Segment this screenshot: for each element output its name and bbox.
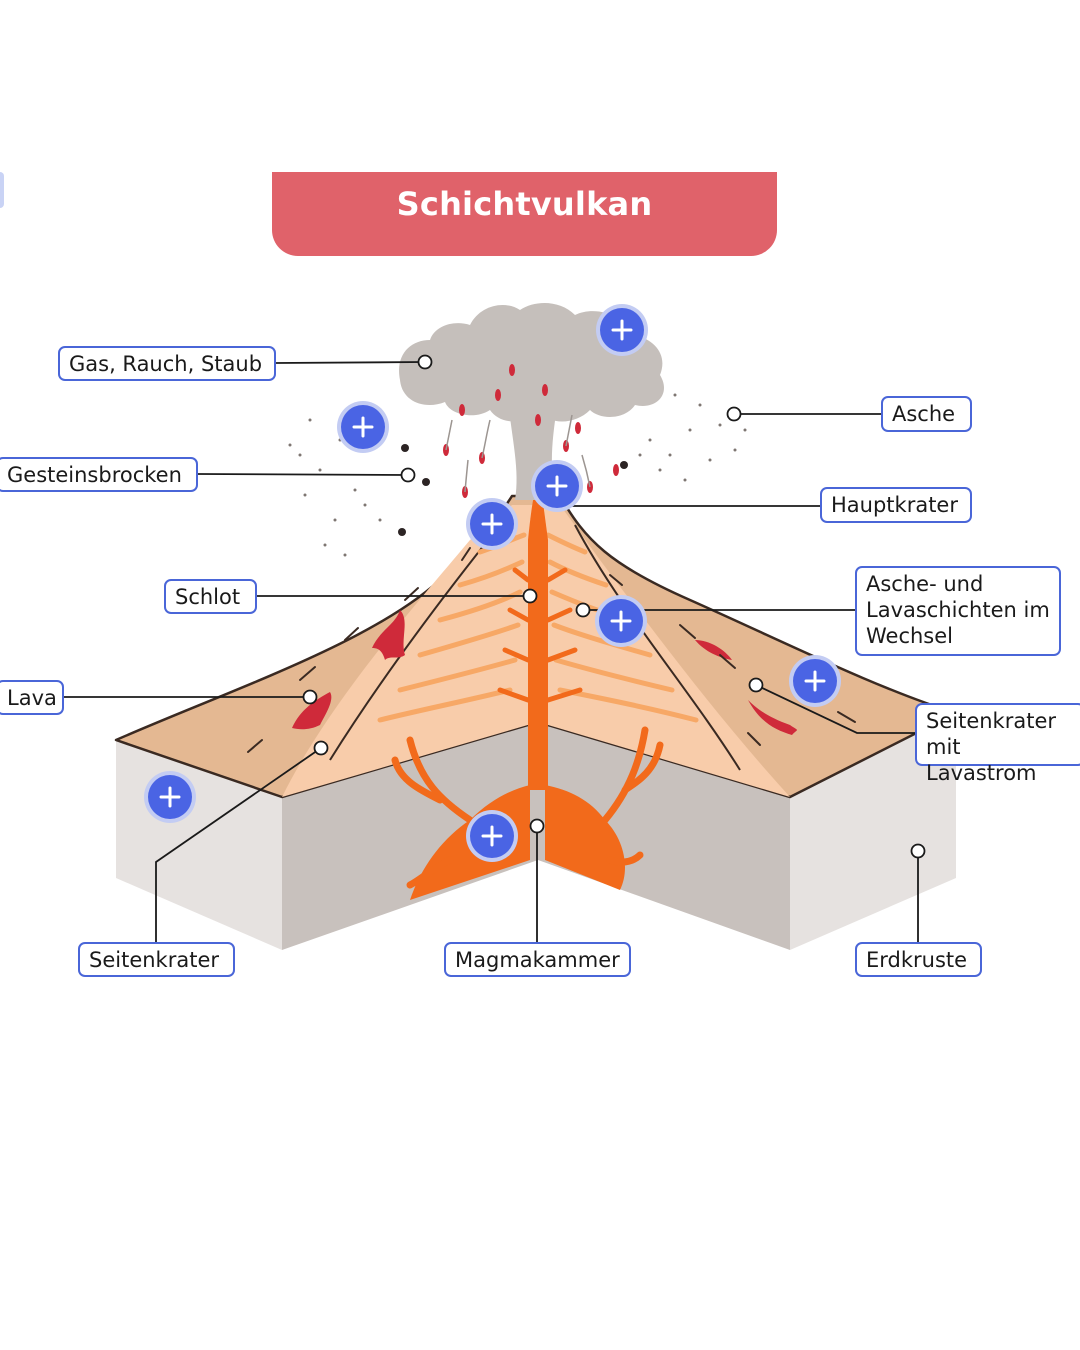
cone-layer-line-left: [329, 524, 501, 761]
crust-right-side: [790, 713, 956, 950]
plus-icon: [481, 513, 503, 535]
plus-icon: [804, 670, 826, 692]
lava-bombs: [443, 364, 619, 498]
plus-icon: [481, 825, 503, 847]
label-magmakammer: Magmakammer: [444, 942, 631, 977]
magma-chamber: [410, 785, 625, 900]
plus-icon: [159, 786, 181, 808]
hotspot-button-schichten[interactable]: [599, 599, 643, 643]
title-banner: Schichtvulkan: [272, 172, 777, 256]
dike-pairs: [497, 567, 583, 703]
slope-marks: [247, 547, 856, 753]
hotspot-button-erdkruste[interactable]: [148, 775, 192, 819]
surface-lava-flow-mid: [292, 692, 332, 730]
bomb-trails: [445, 414, 591, 493]
hotspot-button-cloud[interactable]: [600, 308, 644, 352]
surface-lava-flow-seitenkrater: [748, 700, 797, 735]
label-gesteinsbrocken: Gesteinsbrocken: [0, 457, 198, 492]
hotspot-button-hauptkrater[interactable]: [535, 464, 579, 508]
hotspot-button-seitenkrater-lavastrom[interactable]: [793, 659, 837, 703]
plus-icon: [546, 475, 568, 497]
plus-icon: [611, 319, 633, 341]
rock-fragments: [398, 444, 628, 536]
surface-lava-flow-right: [695, 640, 732, 660]
leader-anchors: [302, 354, 926, 859]
page-title: Schichtvulkan: [396, 185, 653, 223]
cone-layer-line-right: [574, 524, 741, 771]
plus-icon: [610, 610, 632, 632]
label-erdkruste: Erdkruste: [855, 942, 982, 977]
label-hauptkrater: Hauptkrater: [820, 487, 972, 523]
hotspot-button-schlot[interactable]: [470, 502, 514, 546]
surface-lava-flow-left: [372, 610, 405, 660]
label-seitenkrater: Seitenkrater: [78, 942, 235, 977]
ash-cloud: [399, 303, 664, 422]
label-asche-lavaschichten: Asche- und Lavaschichten im Wechsel: [855, 566, 1061, 656]
label-schlot: Schlot: [164, 579, 257, 614]
label-asche: Asche: [881, 396, 972, 432]
ash-particles: [288, 393, 747, 557]
label-lava: Lava: [0, 680, 64, 715]
magma-main-conduit: [528, 495, 548, 790]
edge-marker: [0, 172, 4, 208]
magma-branches: [391, 726, 664, 889]
label-seitenkrater-mit-lavastrom: Seitenkrater mit Lavastrom: [915, 703, 1080, 785]
hotspot-button-gesteinsbrocken[interactable]: [341, 405, 385, 449]
plus-icon: [352, 416, 374, 438]
label-gas-rauch-staub: Gas, Rauch, Staub: [58, 346, 276, 381]
hotspot-button-magmakammer[interactable]: [470, 814, 514, 858]
